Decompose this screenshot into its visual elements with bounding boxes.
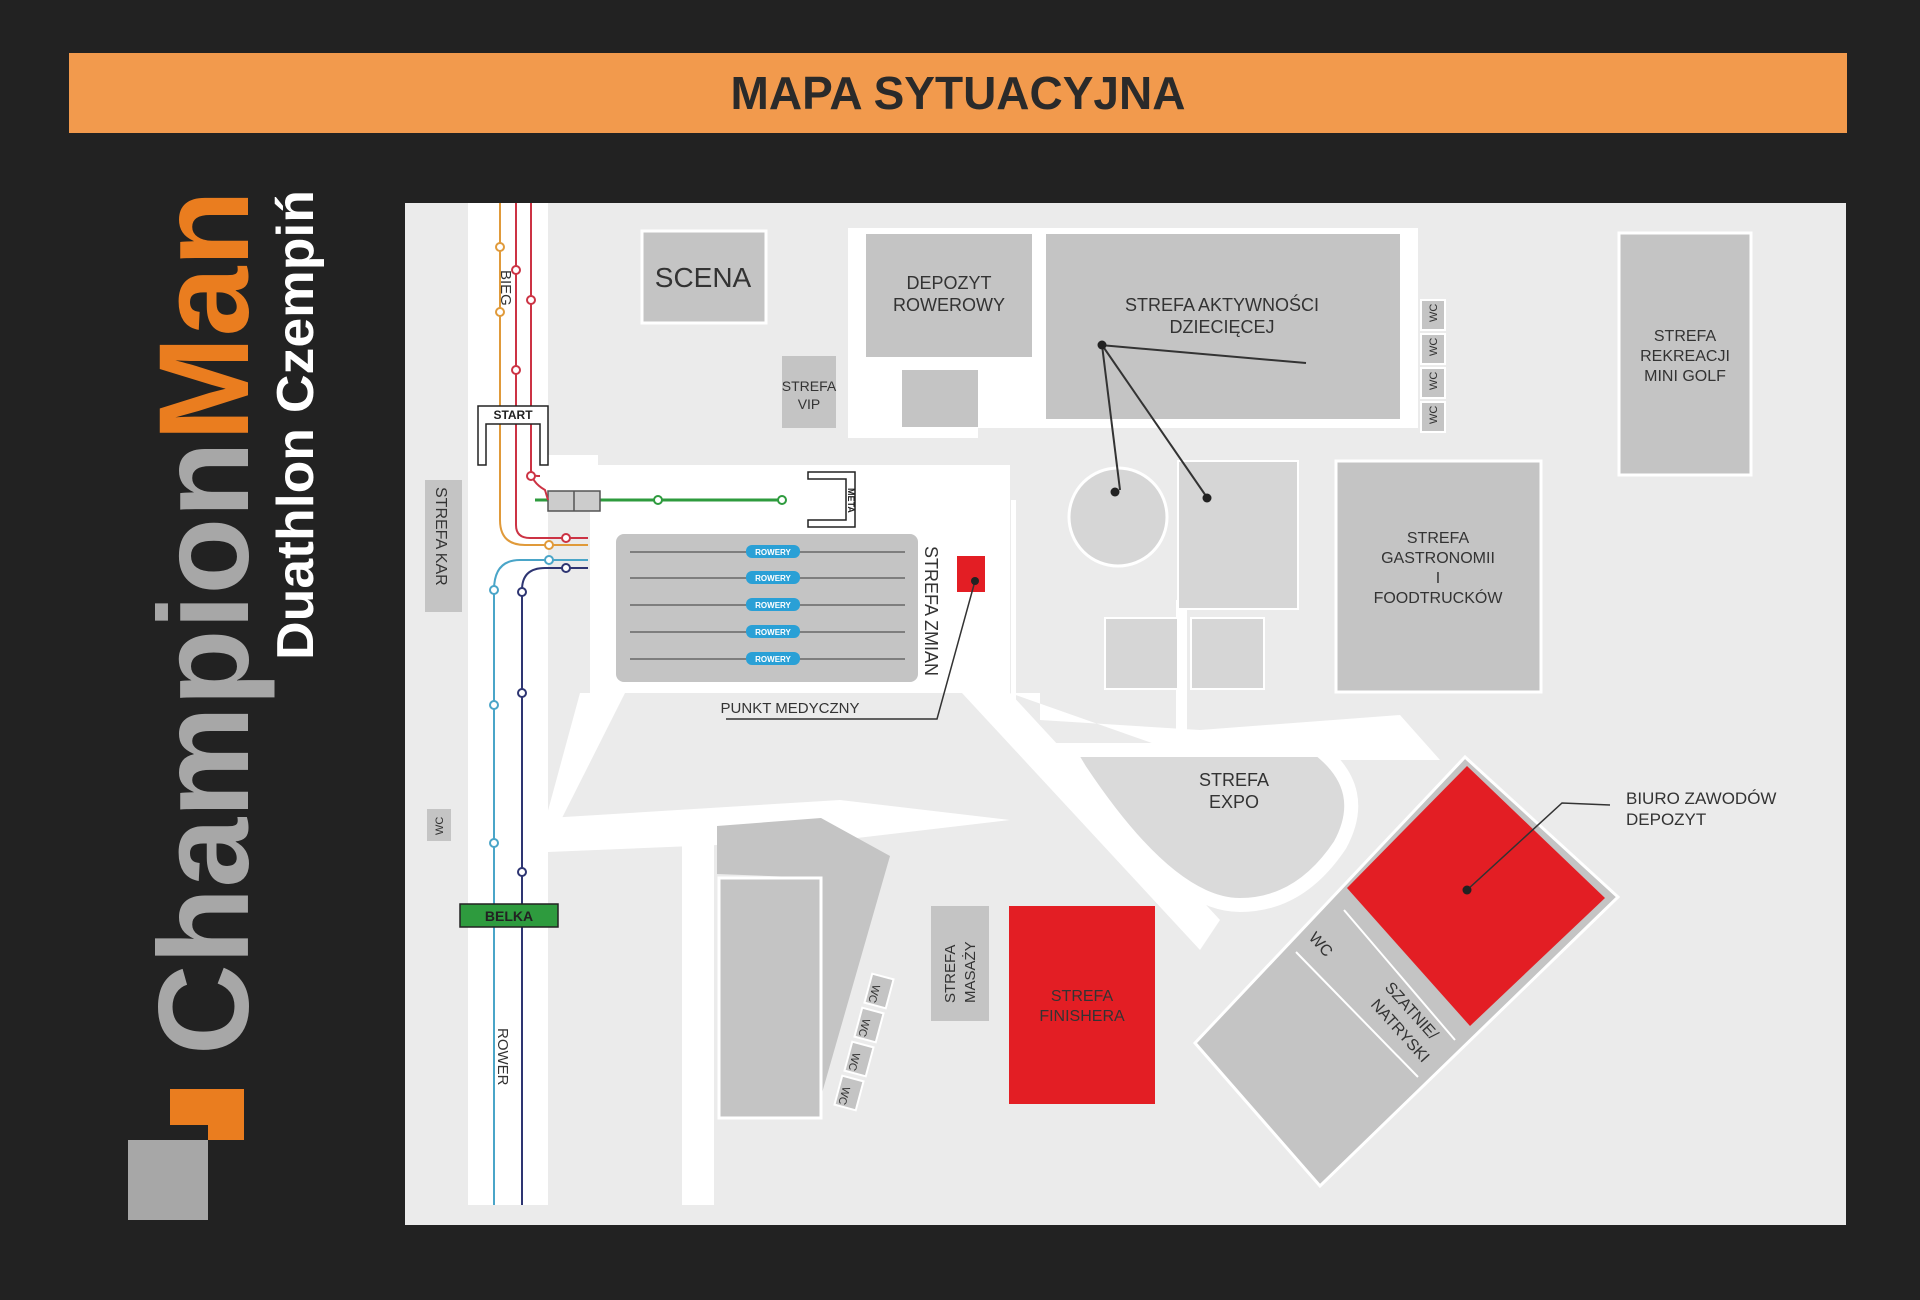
wc-left: WC [427,809,451,841]
zone-strefa-kar: STREFA KAR [425,480,462,612]
brand-man: Man [133,190,276,441]
svg-text:ChampionMan: ChampionMan [133,190,276,1055]
pointer-dot [1110,487,1120,497]
label-masazy-1: STREFA [942,945,959,1003]
label-expo-1: STREFA [1199,770,1269,790]
zone-strefa-vip: STREFA VIP [782,356,837,428]
wc-label: WC [835,1085,851,1106]
building-lower-left [717,876,823,1120]
circular-area [1067,466,1169,568]
medical-pointer [726,580,976,720]
building-lower-wing [717,818,890,1110]
wc-label: WC [434,817,446,835]
label-biuro-1: BIURO ZAWODÓW [1626,789,1776,808]
label-gastro-1: STREFA [1407,530,1470,547]
label-scena: SCENA [655,262,752,293]
label-gastro-4: FOODTRUCKÓW [1374,588,1504,607]
label-expo-2: EXPO [1209,792,1259,812]
label-aktywnosci-2: DZIECIĘCEJ [1169,317,1274,337]
small-building [902,370,978,427]
zone-biuro-zawodow: WC SZATNIE/ NATRYSKI [1192,754,1621,1189]
label-vip-1: STREFA [782,378,837,394]
belka-sign: BELKA [459,903,559,928]
zone-strefa-zmian: ROWERY ROWERY ROWERY ROWERY ROWERY STREF… [616,534,941,682]
building-small-1 [1104,617,1179,690]
label-finishera-1: STREFA [1051,988,1114,1005]
belka-label: BELKA [485,908,533,924]
wc-label: WC [855,1017,871,1038]
wc-label: WC [1428,406,1440,424]
pointer-dot [1202,493,1212,503]
brand-logo: ChampionMan Duathlon Czempiń [128,190,325,1220]
label-masazy-2: MASAŻY [961,941,979,1003]
label-strefa-zmian: STREFA ZMIAN [921,546,941,676]
zone-strefa-rekreacji: STREFA REKREACJI MINI GOLF [1617,231,1753,477]
title-banner: MAPA SYTUACYJNA [69,53,1847,133]
rowery-label: ROWERY [755,628,791,637]
label-biuro-2: DEPOZYT [1626,810,1706,829]
rowery-label: ROWERY [755,548,791,557]
building-small-2 [1190,617,1265,690]
wc-label: WC [1428,304,1440,322]
label-finishera-2: FINISHERA [1039,1008,1125,1025]
label-vip-2: VIP [798,396,821,412]
wc-label: WC [845,1051,861,1072]
rowery-label: ROWERY [755,655,791,664]
wc-label: WC [865,983,881,1004]
label-punkt-medyczny: PUNKT MEDYCZNY [721,700,860,717]
finish-chute: META [535,471,856,528]
page-title: MAPA SYTUACYJNA [730,67,1186,119]
medical-point-marker [957,556,985,592]
strefa-expo-area [1055,743,1359,913]
label-strefa-kar: STREFA KAR [432,487,449,586]
label-depozyt-1: DEPOZYT [906,273,991,293]
brand-subtitle: Duathlon Czempiń [267,190,325,660]
zone-strefa-gastronomii: STREFA GASTRONOMII I FOODTRUCKÓW [1334,459,1543,694]
rowery-label: ROWERY [755,601,791,610]
start-label: START [493,408,533,422]
wc-label: WC [1428,338,1440,356]
label-depozyt-2: ROWEROWY [893,295,1005,315]
route-dots [489,242,571,877]
label-aktywnosci-1: STREFA AKTYWNOŚCI [1125,294,1319,315]
logo-squares-icon [128,1089,244,1220]
label-gastro-3: I [1436,570,1440,587]
pointer-dot [1462,885,1472,895]
brand-champion: Champion [133,441,276,1055]
wc-group-bottom: WC WC WC WC [833,972,895,1112]
label-bieg: BIEG [497,270,514,306]
zone-strefa-finishera: STREFA FINISHERA [1009,906,1155,1104]
label-rower: ROWER [494,1028,511,1086]
label-rekreacji-1: STREFA [1654,328,1717,345]
label-rekreacji-2: REKREACJI [1640,348,1730,365]
aktywnosci-pointer [1099,344,1307,497]
start-gate: START [477,405,549,466]
rowery-signs [746,545,800,665]
zone-strefa-masazy: STREFA MASAŻY [931,906,989,1021]
biuro-pointer [1466,802,1611,891]
label-gastro-2: GASTRONOMII [1381,550,1495,567]
zone-strefa-aktywnosci: STREFA AKTYWNOŚCI DZIECIĘCEJ [1046,234,1400,419]
pointer-dot [1097,340,1107,350]
pointer-dot [971,577,979,585]
wc-group-top: WC WC WC WC [1420,299,1446,433]
label-rekreacji-3: MINI GOLF [1644,368,1726,385]
zone-scena: SCENA [640,229,768,325]
wc-label: WC [1428,372,1440,390]
zone-strefa-expo-label: STREFA EXPO [1199,770,1269,812]
meta-label: META [846,488,856,513]
zone-depozyt-rowerowy: DEPOZYT ROWEROWY [866,234,1032,357]
rowery-label: ROWERY [755,574,791,583]
